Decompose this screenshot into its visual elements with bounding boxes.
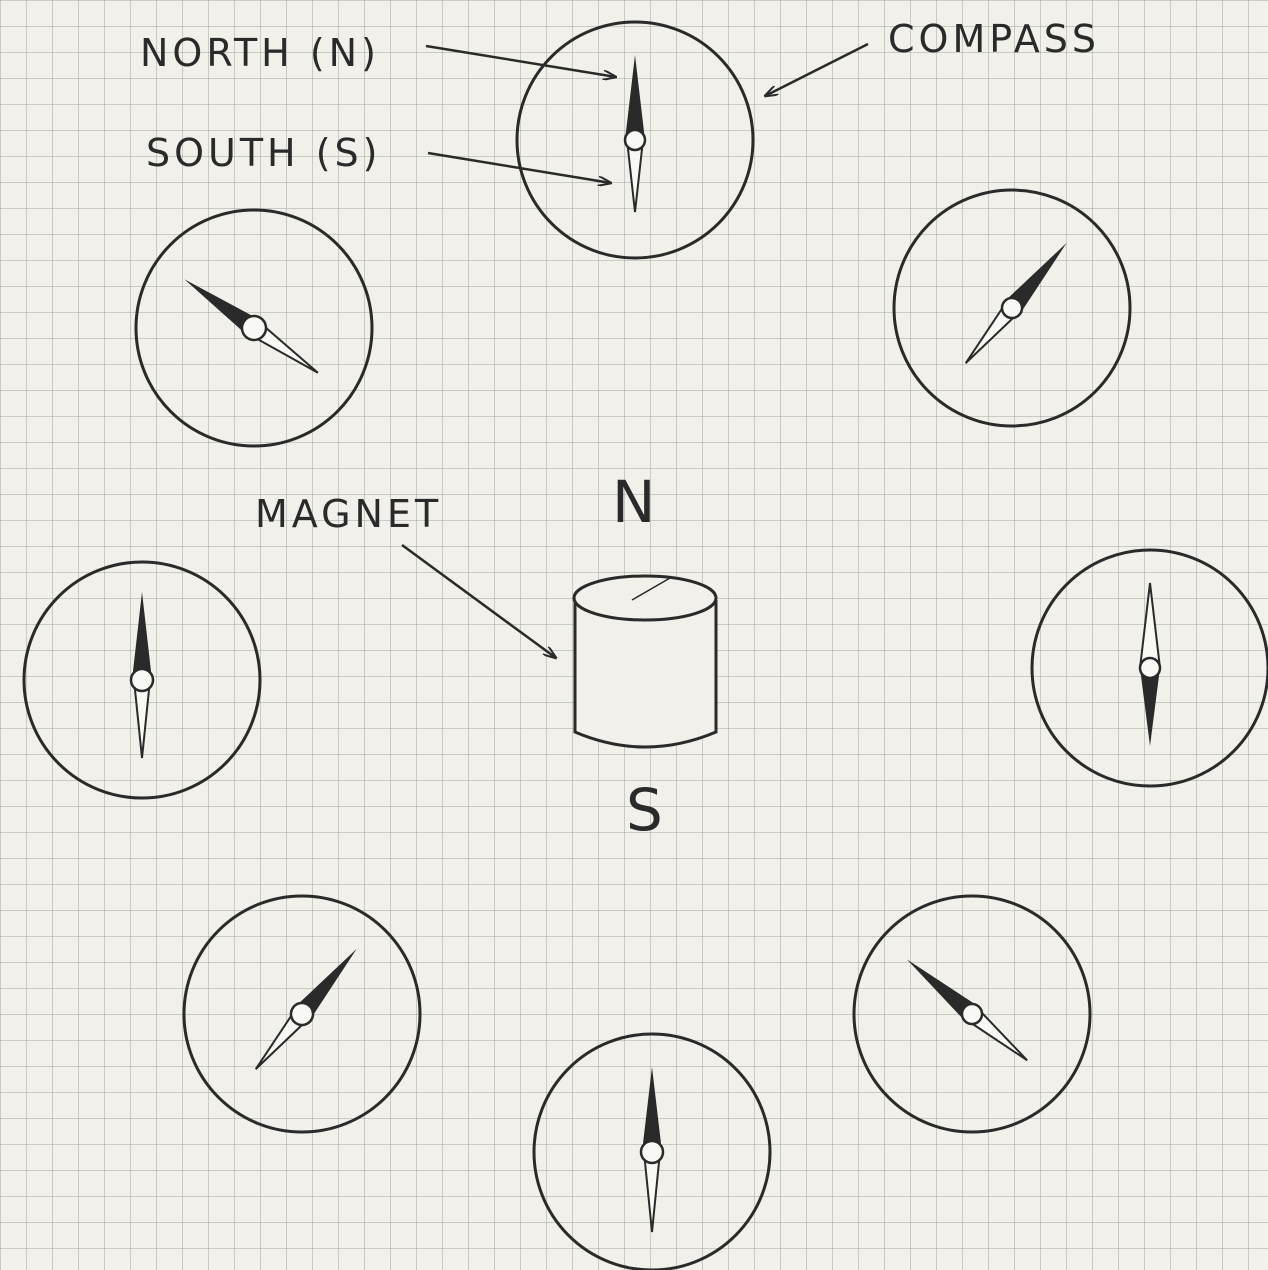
compass-needle bbox=[958, 236, 1074, 369]
compass-needle bbox=[641, 1067, 663, 1232]
compass-needle bbox=[625, 55, 645, 212]
compass-needle bbox=[131, 592, 153, 758]
needle-south-tip bbox=[1140, 668, 1160, 746]
compass-needle bbox=[900, 952, 1033, 1068]
needle-pivot bbox=[1140, 658, 1160, 678]
needle-north-tip bbox=[132, 592, 152, 680]
compass-top-right bbox=[894, 190, 1130, 426]
north-arrow bbox=[426, 46, 616, 77]
magnet-north-pole-label: N bbox=[612, 468, 655, 536]
compass-right bbox=[1032, 550, 1268, 786]
needle-pivot bbox=[641, 1141, 663, 1163]
needle-pivot bbox=[131, 669, 153, 691]
magnet-label: MAGNET bbox=[255, 492, 442, 536]
compass-needle bbox=[247, 942, 365, 1076]
compass-needle bbox=[177, 269, 324, 382]
needle-north-tip bbox=[642, 1067, 662, 1152]
compass-label: COMPASS bbox=[888, 17, 1100, 61]
needle-north-tip bbox=[1140, 583, 1160, 668]
compass-top-left bbox=[136, 210, 372, 446]
south-label: SOUTH (S) bbox=[146, 131, 381, 175]
needle-north-tip bbox=[625, 55, 645, 140]
needle-pivot bbox=[625, 130, 645, 150]
compass-arrow bbox=[765, 44, 868, 96]
compass-bottom-left bbox=[184, 896, 420, 1132]
north-label: NORTH (N) bbox=[140, 31, 380, 75]
compass-needle bbox=[1140, 583, 1160, 746]
magnet-cylinder bbox=[574, 576, 716, 747]
compass-top bbox=[517, 22, 753, 258]
magnet-south-pole-label: S bbox=[626, 776, 663, 844]
compass-bottom-right bbox=[854, 896, 1090, 1132]
magnet-arrow bbox=[402, 545, 556, 658]
compass-bottom bbox=[534, 1034, 770, 1270]
compass-left bbox=[24, 562, 260, 798]
